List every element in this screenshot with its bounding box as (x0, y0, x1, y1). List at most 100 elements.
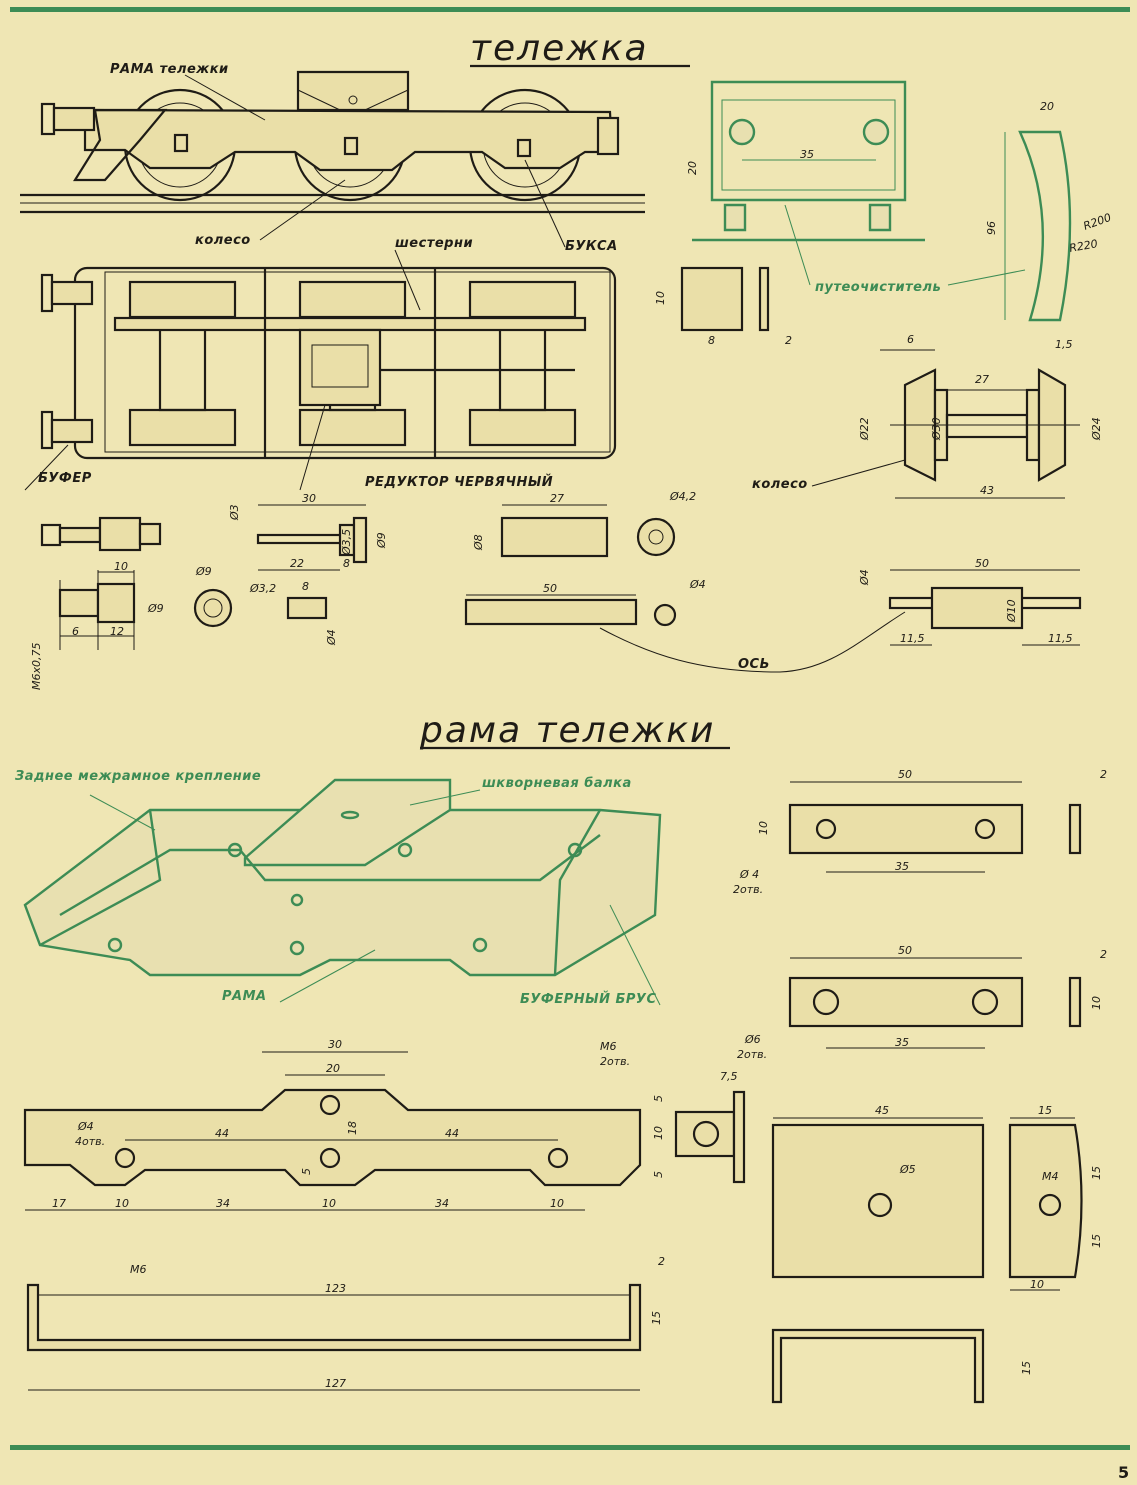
dim-plate2-10: 10 (1090, 996, 1103, 1010)
buffer-parts (40, 516, 328, 650)
dim-channel-2: 2 (658, 1255, 665, 1268)
dim-shaft-8: 8 (343, 557, 350, 570)
dim-bar-d4: Ø4 (689, 578, 706, 591)
dim-side-10c: 10 (550, 1197, 564, 1210)
frame-side-plate (23, 1088, 642, 1187)
dim-washer-d42: Ø4,2 (669, 490, 696, 503)
dim-side-10a: 10 (115, 1197, 129, 1210)
label-koleso-2: колесо (752, 477, 808, 492)
dim-bracket-m6: M6 (600, 1040, 617, 1053)
page-number: 5 (1118, 1463, 1129, 1482)
dim-bracket-2otv: 2отв. (600, 1055, 630, 1068)
dim-buksa-10: 10 (654, 291, 667, 305)
dim-shaft-30: 30 (302, 492, 316, 505)
dim-nut-d32: Ø3,2 (249, 582, 276, 595)
dim-plate1-50: 50 (898, 768, 912, 781)
dim-side-44a: 44 (215, 1127, 229, 1140)
dim-wheel-15: 1,5 (1055, 338, 1073, 351)
dim-wheel-27: 27 (975, 373, 989, 386)
dim-axle-115b: 11,5 (1048, 632, 1073, 645)
wheelset-drawing (880, 349, 1080, 499)
dim-pilot-r200: R200 (1082, 211, 1113, 233)
dim-bush-d8: Ø8 (472, 534, 485, 551)
dim-wheel-d22: Ø22 (858, 417, 871, 441)
dim-side-5: 5 (300, 1168, 313, 1175)
dim-bar-50: 50 (543, 582, 557, 595)
dim-bush-27: 27 (550, 492, 564, 505)
label-putechistitel: путеочиститель (815, 280, 941, 295)
label-buksa: БУКСА (565, 239, 618, 254)
bushing-part (500, 516, 609, 558)
dim-channel-m6: M6 (130, 1263, 147, 1276)
dim-wheel-6: 6 (907, 333, 914, 346)
dim-channel-123: 123 (325, 1282, 346, 1295)
dim-axle-d10: Ø10 (1005, 599, 1018, 623)
dim-spring-d4: Ø4 (325, 629, 338, 646)
dim-axle-50: 50 (975, 557, 989, 570)
dim-side-17: 17 (52, 1197, 66, 1210)
dim-side-30: 30 (328, 1038, 342, 1051)
axle-part (888, 569, 1082, 646)
dim-plate2-35: 35 (895, 1036, 909, 1049)
dim-buffer-10: 10 (114, 560, 128, 573)
label-os: ОСЬ (738, 657, 770, 672)
dim-shaft-d9: Ø9 (375, 532, 388, 549)
dim-nut-d9: Ø9 (195, 565, 212, 578)
dim-side-34b: 34 (435, 1197, 449, 1210)
washer-part (636, 517, 676, 557)
shaft-part (256, 504, 368, 571)
dim-curved-10: 10 (1030, 1278, 1044, 1291)
label-rama-telezhki: РАМА тележки (110, 62, 229, 77)
dim-plate1-2: 2 (1100, 768, 1107, 781)
dim-plate1-d4: Ø 4 (739, 868, 759, 881)
dim-curved-m4: M4 (1042, 1170, 1059, 1183)
dim-pilot-96: 96 (985, 221, 998, 235)
dim-side-10b: 10 (322, 1197, 336, 1210)
dim-shaft-d35: Ø3,5 (340, 529, 353, 556)
dim-pilot-20b: 20 (1040, 100, 1054, 113)
dim-plate2-2otv: 2отв. (737, 1048, 767, 1061)
pilot-drawing (692, 80, 1072, 322)
frame-isometric (23, 778, 662, 977)
dim-curved-15a: 15 (1038, 1104, 1052, 1117)
dim-side-34a: 34 (216, 1197, 230, 1210)
dim-wheel-43: 43 (980, 484, 994, 497)
dim-shaft-22: 22 (290, 557, 304, 570)
dim-plate1-10: 10 (757, 821, 770, 835)
u-bracket (771, 1328, 985, 1404)
bar-50-part (464, 598, 638, 626)
dim-buksa-8: 8 (708, 334, 715, 347)
label-bufernyi-brus: БУФЕРНЫЙ БРУС (520, 991, 657, 1007)
label-rama: РАМА (222, 989, 267, 1004)
label-zadnee: Заднее межрамное крепление (15, 769, 261, 784)
top-green-band (10, 7, 1130, 12)
dim-curved-15b: 15 (1090, 1166, 1103, 1180)
dim-wheel-d24: Ø24 (1090, 417, 1103, 441)
dim-wheel-d30: Ø30 (930, 417, 943, 441)
dim-channel-127: 127 (325, 1377, 346, 1390)
dim-buffer-12: 12 (110, 625, 124, 638)
dim-plate1-35: 35 (895, 860, 909, 873)
dim-bracket-5a: 5 (652, 1095, 665, 1102)
dim-side-20: 20 (326, 1062, 340, 1075)
dim-bracket-75: 7,5 (720, 1070, 738, 1083)
dim-plate2-2: 2 (1100, 948, 1107, 961)
title-telezhka: тележка (470, 28, 649, 69)
dim-axle-d4: Ø4 (858, 569, 871, 586)
dim-pilot-20a: 20 (686, 161, 699, 175)
label-shkvornevaya: шкворневая балка (482, 776, 632, 791)
dim-plate2-d6: Ø6 (744, 1033, 761, 1046)
dim-curved-15c: 15 (1090, 1234, 1103, 1248)
bottom-channel (26, 1283, 642, 1352)
title-rama-telezhki: рама тележки (419, 710, 715, 751)
dim-pilot-r220: R220 (1068, 237, 1098, 255)
buksa-plate (680, 266, 744, 332)
dim-u-15: 15 (1020, 1361, 1033, 1375)
dim-side-44b: 44 (445, 1127, 459, 1140)
bogie-top-view (40, 266, 617, 460)
bogie-side-view (20, 70, 645, 214)
dim-bracket-5b: 5 (652, 1171, 665, 1178)
dim-plate2-50: 50 (898, 944, 912, 957)
dim-buffer-6: 6 (72, 625, 79, 638)
